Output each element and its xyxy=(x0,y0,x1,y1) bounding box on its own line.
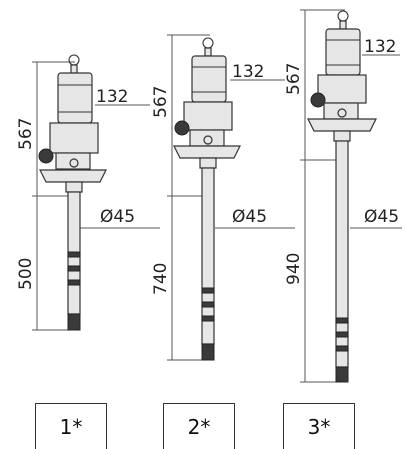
pump-variant-2: 567 740 132 Ø45 xyxy=(151,34,295,361)
variant-label-2: 2* xyxy=(163,403,235,449)
tube-length-label: 500 xyxy=(16,258,36,290)
head-height-label: 567 xyxy=(151,86,171,118)
width-label: 132 xyxy=(96,87,128,107)
diameter-label: Ø45 xyxy=(232,207,267,227)
tube-length-label: 940 xyxy=(284,253,304,285)
variant-label-1: 1* xyxy=(35,403,107,449)
width-label: 132 xyxy=(364,37,396,57)
tube-length-label: 740 xyxy=(151,263,171,295)
diameter-label: Ø45 xyxy=(100,207,135,227)
variant-label-3: 3* xyxy=(283,403,355,449)
diameter-label: Ø45 xyxy=(364,207,399,227)
head-height-label: 567 xyxy=(284,63,304,95)
head-height-label: 567 xyxy=(16,118,36,150)
pump-variant-3: 567 940 132 Ø45 xyxy=(284,9,402,383)
width-label: 132 xyxy=(232,62,264,82)
pump-variant-1: 567 500 132 Ø45 xyxy=(16,54,160,331)
